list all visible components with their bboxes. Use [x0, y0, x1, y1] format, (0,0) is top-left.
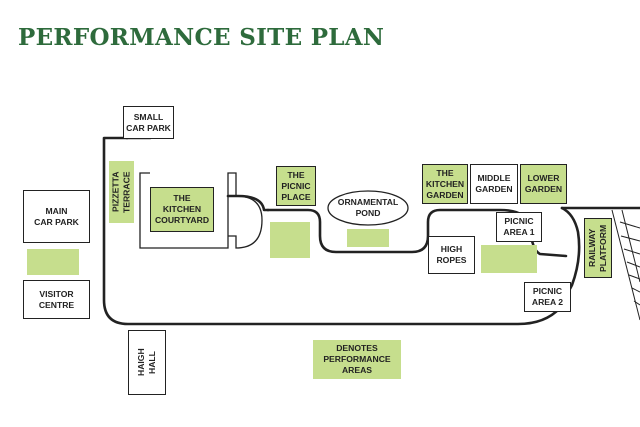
main-car-park: MAIN CAR PARK [23, 190, 90, 243]
haigh-hall: HAIGH HALL [128, 330, 166, 395]
picnic-area-2: PICNIC AREA 2 [524, 282, 571, 312]
picnic-place: THE PICNIC PLACE [276, 166, 316, 206]
ornamental-pond-outline [327, 190, 409, 226]
performance-area-ornamental-pond [347, 229, 389, 247]
visitor-centre: VISITOR CENTRE [23, 280, 90, 319]
lower-garden: LOWER GARDEN [520, 164, 567, 204]
legend-performance-areas: DENOTES PERFORMANCE AREAS [313, 340, 401, 379]
pizzetta-terrace: PIZZETTA TERRACE [109, 161, 134, 223]
performance-area-picnic-place [270, 222, 310, 258]
middle-garden: MIDDLE GARDEN [470, 164, 518, 204]
kitchen-courtyard: THE KITCHEN COURTYARD [150, 187, 214, 232]
performance-area-main-car-park [27, 249, 79, 275]
kitchen-courtyard-outline [139, 172, 263, 249]
railway-platform: RAILWAY PLATFORM [584, 218, 612, 278]
performance-area-high-ropes [481, 245, 537, 273]
railway-track [611, 209, 640, 321]
small-car-park: SMALL CAR PARK [123, 106, 174, 139]
high-ropes: HIGH ROPES [428, 236, 475, 274]
picnic-area-1: PICNIC AREA 1 [496, 212, 542, 242]
page-title: PERFORMANCE SITE PLAN [18, 24, 385, 51]
kitchen-garden: THE KITCHEN GARDEN [422, 164, 468, 204]
ornamental-pond: ORNAMENTAL POND [337, 197, 399, 218]
